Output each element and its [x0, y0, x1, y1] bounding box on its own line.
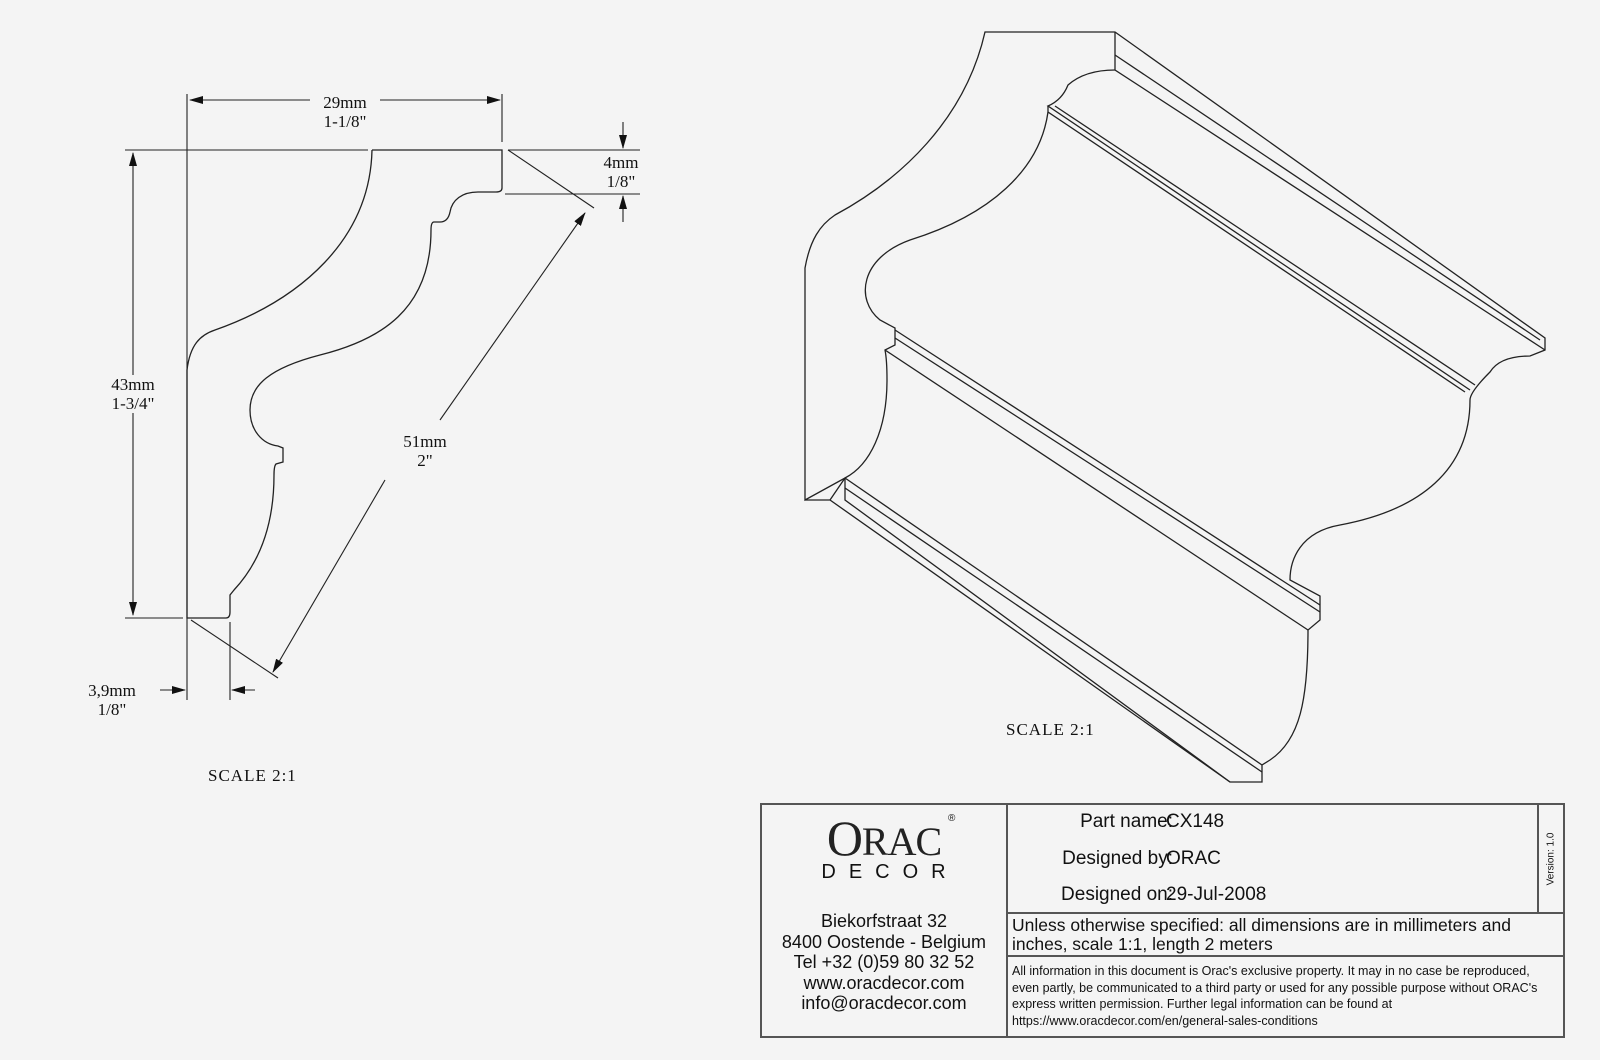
- dim-bottom-step-mm: 3,9mm: [88, 681, 136, 700]
- logo-rac: RAC: [861, 819, 942, 864]
- dim-width-inch: 1-1/8": [323, 112, 367, 131]
- part-name-label: Part name:: [1080, 811, 1173, 832]
- isometric-moulding: [804, 31, 1546, 783]
- version-label: Version: 1.0: [1545, 832, 1557, 885]
- address-phone: Tel +32 (0)59 80 32 52: [793, 952, 975, 972]
- dim-top-step-mm: 4mm: [603, 153, 639, 172]
- address-email[interactable]: info@oracdecor.com: [801, 993, 967, 1013]
- logo-orac: ORAC: [762, 809, 1006, 867]
- dim-diagonal-mm: 51mm: [403, 432, 447, 451]
- company-address: Biekorfstraat 32 8400 Oostende - Belgium…: [762, 911, 1006, 1014]
- dim-top-step-inch: 1/8": [606, 172, 636, 191]
- dimension-lines: [125, 94, 640, 700]
- logo-decor: DECOR: [821, 861, 959, 883]
- company-column: ORAC ® DECOR Biekorfstraat 32 8400 Ooste…: [762, 805, 1008, 1036]
- orac-decor-logo: ORAC ® DECOR: [762, 809, 1006, 884]
- version-cell: Version: 1.0: [1537, 805, 1563, 912]
- units-note: Unless otherwise specified: all dimensio…: [1006, 912, 1565, 957]
- designed-on-label: Designed on:: [1061, 884, 1173, 905]
- moulding-profile: [186, 149, 503, 619]
- designed-on-value: 29-Jul-2008: [1166, 884, 1267, 905]
- iso-scale-label: SCALE 2:1: [1006, 720, 1095, 739]
- registered-mark: ®: [948, 813, 956, 824]
- title-block: ORAC ® DECOR Biekorfstraat 32 8400 Ooste…: [760, 803, 1565, 1038]
- dim-width-mm: 29mm: [323, 93, 367, 112]
- address-website[interactable]: www.oracdecor.com: [803, 972, 965, 993]
- legal-notice: All information in this document is Orac…: [1012, 964, 1538, 1028]
- designed-by-value: ORAC: [1166, 848, 1221, 869]
- part-name-value: CX148: [1166, 811, 1225, 832]
- logo-o: O: [826, 810, 863, 866]
- address-city: 8400 Oostende - Belgium: [781, 931, 987, 952]
- dim-height-mm: 43mm: [111, 375, 155, 394]
- dim-diagonal-inch: 2": [417, 451, 433, 470]
- address-street: Biekorfstraat 32: [820, 911, 948, 931]
- dim-bottom-step-inch: 1/8": [97, 700, 127, 719]
- designed-by-label: Designed by:: [1062, 848, 1173, 869]
- profile-scale-label: SCALE 2:1: [208, 766, 297, 785]
- part-fields: Part name:CX148 Designed by:ORAC Designe…: [1006, 805, 1543, 912]
- dim-height-inch: 1-3/4": [111, 394, 155, 413]
